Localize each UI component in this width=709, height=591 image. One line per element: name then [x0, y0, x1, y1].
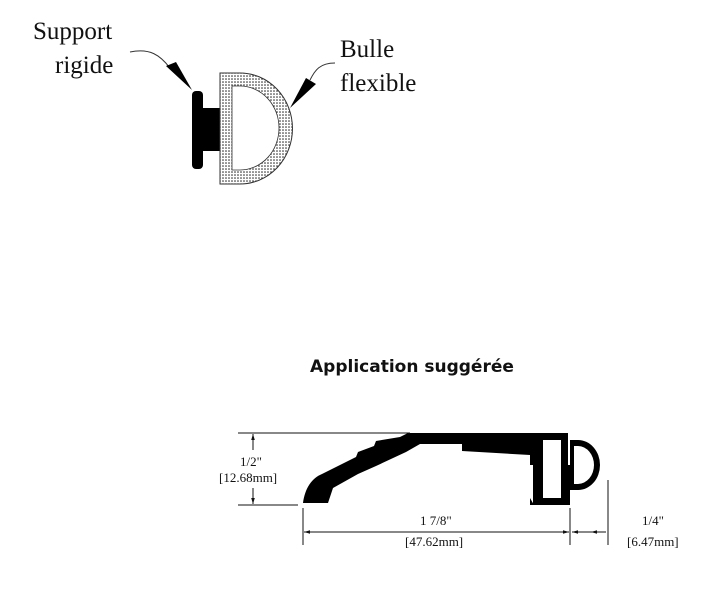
bulb-inches: 1/4" — [642, 513, 664, 528]
bulb-mm: [6.47mm] — [627, 534, 679, 549]
threshold-profile — [303, 433, 600, 505]
width-inches: 1 7/8" — [420, 513, 452, 528]
seal-cross-section — [129, 50, 336, 185]
profile-bulb — [570, 440, 600, 490]
bulle-label-line1: Bulle — [340, 36, 395, 63]
bulle-leader — [309, 62, 336, 81]
rigid-backing — [192, 91, 203, 169]
height-inches: 1/2" — [240, 454, 262, 469]
bulle-arrow — [290, 78, 316, 108]
support-label-line1: Support — [33, 18, 113, 45]
support-label-line2: rigide — [55, 52, 114, 79]
width-mm: [47.62mm] — [405, 534, 464, 549]
support-leader — [129, 50, 171, 69]
height-mm: [12.68mm] — [219, 470, 278, 485]
bulle-label-line2: flexible — [340, 70, 417, 97]
application-title: Application suggérée — [310, 357, 514, 377]
support-arrow — [166, 62, 192, 90]
dimension-lines — [238, 432, 609, 545]
bulb-hollow — [231, 85, 280, 171]
rigid-stem — [201, 108, 223, 151]
